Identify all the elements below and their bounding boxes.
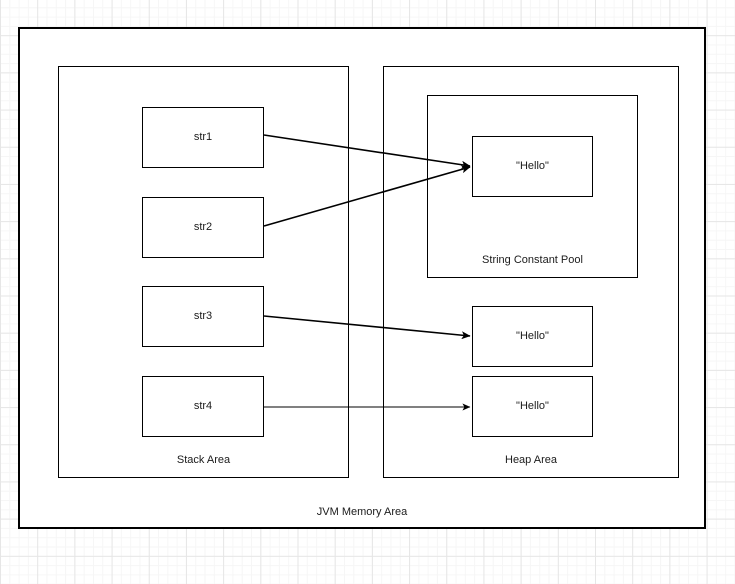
stack-variable-label-str4: str4 bbox=[193, 400, 213, 412]
stack-variable-label-str1: str1 bbox=[193, 131, 213, 143]
heap-string-object-label-1: "Hello" bbox=[516, 330, 549, 342]
pool-string-object-hello[interactable]: "Hello" bbox=[472, 136, 593, 197]
stack-variable-label-str3: str3 bbox=[193, 310, 213, 322]
stack-variable-box-str4[interactable]: str4 bbox=[142, 376, 264, 437]
heap-string-object-label-2: "Hello" bbox=[516, 400, 549, 412]
jvm-memory-area-label: JVM Memory Area bbox=[316, 506, 408, 518]
string-constant-pool-label: String Constant Pool bbox=[482, 254, 583, 266]
heap-string-object-hello-1[interactable]: "Hello" bbox=[472, 306, 593, 367]
heap-string-object-hello-2[interactable]: "Hello" bbox=[472, 376, 593, 437]
stack-area-label: Stack Area bbox=[176, 454, 231, 466]
stack-variable-box-str2[interactable]: str2 bbox=[142, 197, 264, 258]
stack-variable-box-str1[interactable]: str1 bbox=[142, 107, 264, 168]
pool-string-object-label: "Hello" bbox=[516, 160, 549, 172]
stack-variable-label-str2: str2 bbox=[193, 221, 213, 233]
heap-area-label: Heap Area bbox=[505, 454, 557, 466]
stack-variable-box-str3[interactable]: str3 bbox=[142, 286, 264, 347]
